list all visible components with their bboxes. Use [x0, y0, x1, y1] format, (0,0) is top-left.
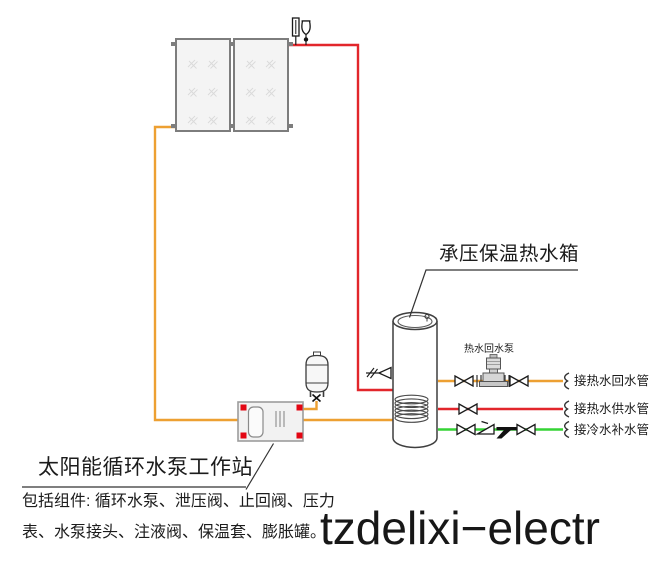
- cold-water-makeup-port-label: 接冷水补水管: [574, 423, 650, 437]
- fill-valve-icon: [311, 393, 322, 403]
- corner-marker: [296, 432, 303, 439]
- solar-panel-left: [175, 38, 231, 132]
- corner-marker: [240, 404, 247, 411]
- workstation-vents: [275, 411, 285, 427]
- hot-water-supply-port-label: 接热水供水管: [574, 402, 650, 416]
- solar-collector-array: [171, 38, 293, 132]
- component-list-line2: 表、水泵接头、注液阀、保温套、膨胀罐。: [22, 524, 327, 541]
- gate-valve-icon: [458, 402, 478, 416]
- watermark-text: tzdelixi−electr: [320, 502, 600, 554]
- air-vent-valve-icon: [301, 20, 311, 45]
- gate-valve-icon: [509, 374, 529, 388]
- pump-workstation-box: [237, 401, 304, 442]
- coil-heat-exchanger: [394, 394, 429, 423]
- hot-supply-pipe: [288, 43, 393, 392]
- strainer-icon: [496, 427, 517, 439]
- relief-valve-icon: [366, 366, 392, 380]
- gate-valve-icon: [454, 374, 474, 388]
- workstation-display: [247, 406, 264, 438]
- temperature-sensor-icon: [291, 17, 300, 45]
- workstation-title: 太阳能循环水泵工作站: [38, 456, 253, 479]
- station-label-leader: [22, 443, 275, 490]
- return-pump-label: 热水回水泵: [464, 344, 514, 355]
- circulation-pump-icon: [479, 354, 508, 387]
- expansion-tank-icon: [305, 351, 329, 397]
- corner-marker: [240, 432, 247, 439]
- component-list-line1: 包括组件: 循环水泵、泄压阀、止回阀、压力: [22, 493, 335, 510]
- hot-water-return-port-label: 接热水回水管: [574, 374, 650, 388]
- gate-valve-icon: [516, 423, 536, 436]
- hot-water-tank: [392, 311, 438, 449]
- gate-valve-icon: [456, 423, 476, 436]
- corner-marker: [296, 404, 303, 411]
- pipe-break-icon: [563, 372, 570, 439]
- solar-loop-pipe: [153, 125, 393, 422]
- check-valve-icon: [475, 420, 495, 435]
- tank-sensor-port-icon: [424, 313, 430, 322]
- solar-panel-right: [233, 38, 289, 132]
- panel-connector-stubs: [171, 42, 293, 128]
- tank-label: 承压保温热水箱: [439, 243, 580, 265]
- tank-label-leader: [408, 269, 578, 318]
